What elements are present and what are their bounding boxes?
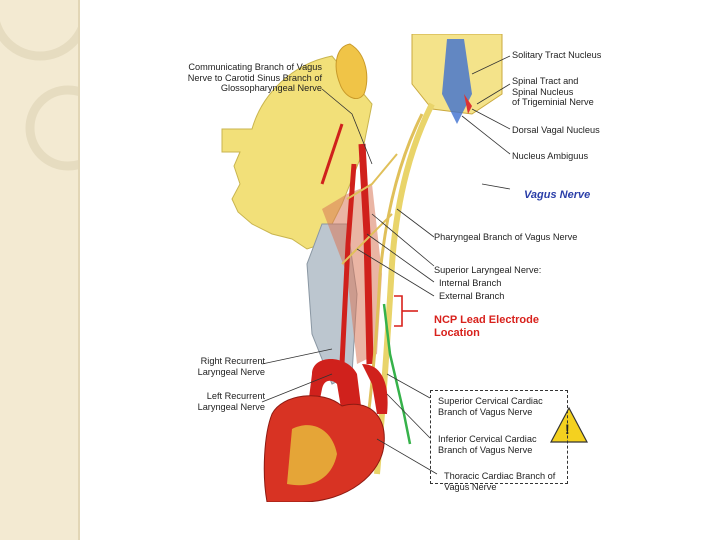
warning-exclamation: !	[565, 421, 570, 437]
label-external-branch: External Branch	[439, 291, 505, 301]
decorative-side-band	[0, 0, 80, 540]
label-internal-branch: Internal Branch	[439, 278, 502, 288]
decorative-circles	[0, 21, 78, 171]
label-ncp-lead-electrode: NCP Lead Electrode Location	[434, 314, 539, 339]
label-vagus-nerve: Vagus Nerve	[524, 189, 591, 201]
label-thoracic-cardiac: Thoracic Cardiac Branch of Vagus Nerve	[444, 471, 556, 492]
label-inferior-cervical-cardiac: Inferior Cervical Cardiac Branch of Vagu…	[438, 434, 537, 455]
label-nucleus-ambiguus: Nucleus Ambiguus	[512, 151, 589, 161]
label-superior-cervical-cardiac: Superior Cervical Cardiac Branch of Vagu…	[438, 396, 543, 417]
label-communicating-branch: Communicating Branch of Vagus Nerve to C…	[187, 62, 322, 93]
anatomy-illustration	[221, 34, 588, 502]
label-dorsal-vagal-nucleus: Dorsal Vagal Nucleus	[512, 125, 600, 135]
cardiac-branch-warning-box	[430, 390, 568, 484]
label-superior-laryngeal: Superior Laryngeal Nerve:	[434, 265, 542, 275]
label-spinal-tract: Spinal Tract and Spinal Nucleus of Trige…	[512, 76, 594, 107]
label-pharyngeal-branch: Pharyngeal Branch of Vagus Nerve	[434, 232, 578, 242]
vagus-nerve-diagram: Communicating Branch of Vagus Nerve to C…	[172, 34, 612, 502]
label-right-recurrent: Right Recurrent Laryngeal Nerve	[197, 356, 265, 377]
label-left-recurrent: Left Recurrent Laryngeal Nerve	[197, 391, 265, 412]
warning-triangle-icon	[550, 406, 588, 443]
label-solitary-tract-nucleus: Solitary Tract Nucleus	[512, 50, 602, 60]
